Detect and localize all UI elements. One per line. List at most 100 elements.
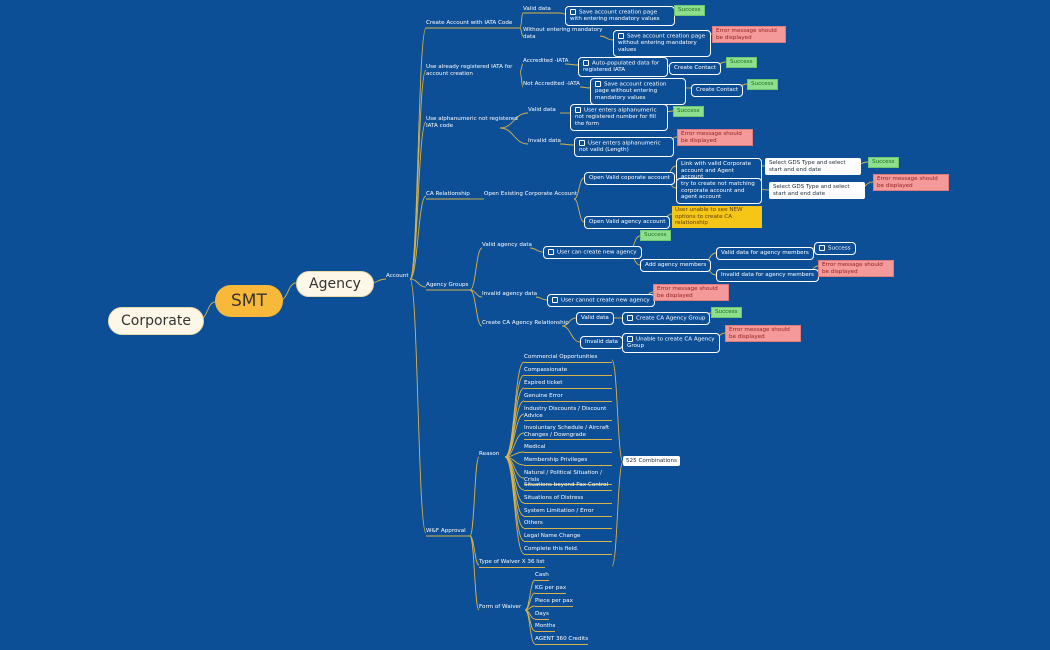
- ca-open-valid-corp[interactable]: Open Valid coporate account: [584, 172, 675, 185]
- create-iata-success-badge: Success: [674, 5, 705, 16]
- wf-reason-item[interactable]: System Limitation / Error: [524, 508, 612, 517]
- groups-invalid-members[interactable]: Invalid data for agency members: [716, 269, 819, 282]
- alnum-invalid-action[interactable]: User enters alphanumeric not valid (Leng…: [574, 137, 674, 157]
- checkbox-icon: [575, 107, 581, 113]
- checkbox-icon: [595, 81, 601, 87]
- connector-line: [524, 609, 536, 645]
- alnum-error-badge: Error message should be displayed: [677, 129, 753, 147]
- branch-ca-relationship[interactable]: CA Relationship: [426, 191, 470, 197]
- node-agency[interactable]: Agency: [296, 271, 374, 297]
- create-iata-error-badge: Error message should be displayed: [712, 26, 786, 44]
- create-iata-valid-action[interactable]: Save account creation page with entering…: [565, 6, 675, 26]
- ca-error-badge: Error message should be displayed: [873, 174, 949, 192]
- groups-can-create[interactable]: User can create new agency: [543, 246, 642, 260]
- groups-create-ca-rel[interactable]: Create CA Agency Relationship: [482, 320, 569, 326]
- groups-valid-members[interactable]: Valid data for agency members: [716, 247, 814, 260]
- connector-line: [561, 325, 581, 343]
- connector-line: [469, 535, 480, 611]
- ca-success-badge: Success: [868, 157, 899, 168]
- wf-form-item[interactable]: Cash: [535, 572, 549, 581]
- alnum-valid-data[interactable]: Valid data: [528, 107, 556, 113]
- wf-reason-item[interactable]: Compassionate: [524, 367, 612, 376]
- connector-line: [559, 143, 575, 146]
- wf-form-item[interactable]: KG per pax: [535, 585, 567, 594]
- connector-line: [469, 247, 483, 291]
- connector-line: [504, 456, 525, 555]
- create-iata-without-mandatory[interactable]: Without entering mandatory data: [523, 27, 603, 40]
- wf-reason-item[interactable]: Genuine Error: [524, 393, 612, 402]
- groups-group-error-badge: Error message should be displayed: [725, 325, 801, 343]
- groups-cannot-create[interactable]: User cannot create new agency: [547, 294, 655, 308]
- wf-form-item[interactable]: AGENT 360 Credits: [535, 636, 589, 645]
- wf-reason-item[interactable]: Industry Discounts / Discount Advice: [524, 406, 612, 422]
- groups-add-members[interactable]: Add agency members: [640, 259, 712, 272]
- checkbox-icon: [570, 9, 576, 15]
- wf-type-of-waiver[interactable]: Type of Waiver X 36 list: [479, 559, 545, 568]
- wf-reason-item[interactable]: Situations of Distress: [524, 495, 612, 504]
- wf-reason-item[interactable]: Legal Name Change: [524, 533, 612, 542]
- alnum-success-badge: Success: [673, 106, 704, 117]
- registered-not-accredited-action[interactable]: Save account creation page without enter…: [590, 78, 686, 105]
- ca-try-not-matching[interactable]: try to create not matching corporate acc…: [676, 178, 762, 205]
- groups-valid-agency-data[interactable]: Valid agency data: [482, 242, 532, 248]
- connector-line: [409, 121, 427, 280]
- wf-reason-item[interactable]: Natural / Political Situation / Crisis: [524, 470, 612, 486]
- groups-create-group[interactable]: Create CA Agency Group: [622, 312, 711, 326]
- connector-line: [519, 71, 524, 88]
- wf-reason-item[interactable]: Situations beyond Pax Control: [524, 482, 612, 491]
- registered-accredited[interactable]: Accredited -IATA: [523, 58, 569, 64]
- registered-create-contact[interactable]: Create Contact: [669, 62, 722, 75]
- node-smt[interactable]: SMT: [215, 285, 283, 317]
- groups-unable-group[interactable]: Unable to create CA Agency Group: [622, 333, 720, 353]
- connector-line: [611, 359, 624, 463]
- wf-reason-item[interactable]: Involuntary Schedule / Aircraft Changes …: [524, 425, 612, 441]
- wf-reason-item[interactable]: Complete this field.: [524, 546, 612, 555]
- groups-valid-data[interactable]: Valid data: [576, 312, 614, 325]
- branch-wf-approval[interactable]: W&F Approval: [426, 528, 466, 534]
- create-iata-valid-data[interactable]: Valid data: [523, 6, 551, 12]
- ca-select-gds-1[interactable]: Select GDS Type and select start and end…: [765, 158, 861, 176]
- wf-combinations[interactable]: 525 Combinations: [623, 456, 680, 466]
- wf-form-item[interactable]: Days: [535, 611, 549, 620]
- create-iata-without-action[interactable]: Save account creation page without enter…: [613, 30, 711, 57]
- groups-invalid-data[interactable]: Invalid data: [580, 336, 623, 349]
- wf-form-item[interactable]: Months: [535, 623, 556, 632]
- connector-line: [573, 198, 585, 223]
- wf-reason-item[interactable]: Medical: [524, 444, 612, 453]
- connector-line: [504, 413, 525, 458]
- connector-line: [409, 195, 427, 280]
- wf-reason-item[interactable]: Expired ticket: [524, 380, 612, 389]
- branch-create-iata[interactable]: Create Account with IATA Code: [426, 20, 513, 26]
- wf-form-item[interactable]: Piece per pax: [535, 598, 573, 607]
- ca-select-gds-2[interactable]: Select GDS Type and select start and end…: [769, 182, 865, 200]
- checkbox-icon: [552, 297, 558, 303]
- groups-invalid-agency-data[interactable]: Invalid agency data: [482, 291, 538, 297]
- branch-agency-groups[interactable]: Agency Groups: [426, 282, 469, 288]
- alnum-valid-action[interactable]: User enters alphanumeric not registered …: [570, 104, 668, 131]
- registered-create-contact-2[interactable]: Create Contact: [691, 84, 744, 97]
- wf-form-of-waiver[interactable]: Form of Waiver: [479, 604, 522, 610]
- ca-warning-badge: User unable to see NEW options to create…: [672, 206, 762, 229]
- wf-reason-item[interactable]: Commercial Opportunities: [524, 354, 612, 363]
- registered-not-accredited[interactable]: Not Accredited -IATA: [523, 81, 581, 87]
- connector-line: [504, 432, 525, 458]
- checkbox-icon: [819, 245, 825, 251]
- registered-accredited-action[interactable]: Auto-populated data for registered IATA: [578, 57, 668, 77]
- connector-line: [573, 177, 585, 200]
- wf-reason[interactable]: Reason: [479, 451, 500, 457]
- wf-reason-item[interactable]: Membership Privileges: [524, 457, 612, 466]
- wf-reason-item[interactable]: Others: [524, 520, 612, 529]
- ca-open-existing[interactable]: Open Existing Corporate Account: [484, 191, 577, 197]
- branch-alnum-iata[interactable]: Use alphanumeric not registered IATA cod…: [426, 116, 518, 129]
- ca-open-valid-agency[interactable]: Open Valid agency account: [584, 216, 671, 229]
- connector-line: [409, 278, 427, 534]
- connector-line: [535, 296, 548, 301]
- connector-line: [611, 461, 624, 567]
- node-corporate[interactable]: Corporate: [108, 307, 204, 335]
- node-account[interactable]: Account: [386, 273, 409, 279]
- connector-line: [559, 12, 566, 15]
- branch-registered-iata[interactable]: Use already registered IATA for account …: [426, 64, 513, 77]
- alnum-invalid-data[interactable]: Invalid data: [528, 138, 561, 144]
